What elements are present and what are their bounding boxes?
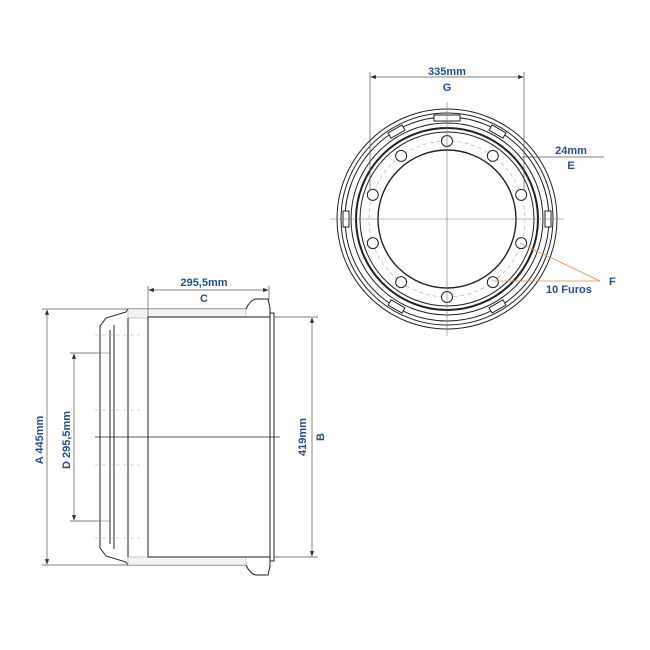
- dim-e-value: 24mm: [555, 145, 587, 157]
- dim-a-text: A 445mm: [34, 416, 46, 465]
- bolt-hole: [366, 237, 379, 250]
- leader-line-f: [519, 242, 601, 282]
- bolt-hole: [366, 188, 379, 201]
- rim-slot: [488, 124, 507, 139]
- dim-g-letter: G: [443, 82, 452, 94]
- bolt-hole: [486, 276, 499, 289]
- bolt-hole: [395, 149, 408, 162]
- rim-slots: [342, 114, 552, 314]
- dim-c-letter: C: [200, 293, 208, 305]
- dim-f-letter: F: [609, 276, 616, 288]
- dim-e-letter: E: [567, 160, 574, 172]
- rim-slot: [387, 124, 406, 139]
- bolt-hole: [515, 237, 528, 250]
- front-view: 335mm G 24mm E F 10 Furos: [330, 66, 616, 336]
- dim-b-letter: B: [315, 433, 327, 441]
- dim-f-note: 10 Furos: [546, 284, 592, 296]
- bolt-holes: [366, 135, 528, 303]
- rim-slot: [488, 299, 507, 314]
- dim-c-value: 295,5mm: [180, 277, 227, 289]
- side-section-view: 295,5mm C A 445mm D 295,5mm 419mm B: [34, 277, 327, 576]
- rim-slot: [387, 299, 406, 314]
- dim-b-value: 419mm: [297, 418, 309, 456]
- bolt-hole: [486, 149, 499, 162]
- bolt-hole: [395, 276, 408, 289]
- bolt-hole: [515, 188, 528, 201]
- dim-d-text: D 295,5mm: [61, 411, 73, 469]
- dim-g-value: 335mm: [428, 66, 466, 78]
